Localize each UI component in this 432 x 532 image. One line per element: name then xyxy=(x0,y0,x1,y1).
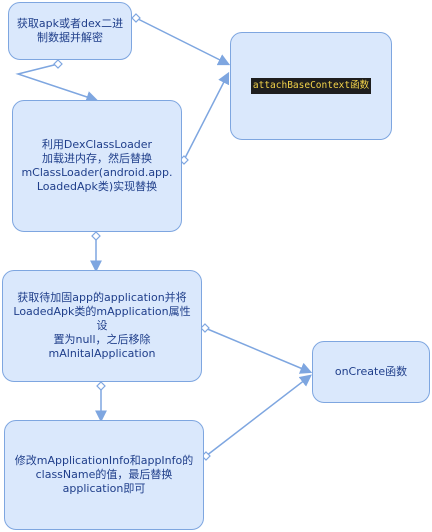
edge-n1-n3[interactable] xyxy=(135,17,231,66)
edge-source-marker xyxy=(200,323,210,333)
node-label: 修改mApplicationInfo和appInfo的 className的值，… xyxy=(14,454,194,495)
node-attach-base-context[interactable]: attachBaseContext函数 xyxy=(230,32,392,140)
edge-source-marker xyxy=(91,231,101,241)
node-label: attachBaseContext函数 xyxy=(250,78,372,94)
node-label: 获取待加固app的application并将 LoadedApk类的mAppli… xyxy=(13,291,191,360)
node-get-application[interactable]: 获取待加固app的application并将 LoadedApk类的mAppli… xyxy=(2,270,202,382)
node-label: 获取apk或者dex二进 制数据并解密 xyxy=(16,17,124,44)
node-label: onCreate函数 xyxy=(334,365,408,378)
node-label: 利用DexClassLoader 加载进内存，然后替换 mClassLoader… xyxy=(21,138,173,193)
node-get-apk-dex[interactable]: 获取apk或者dex二进 制数据并解密 xyxy=(8,2,132,60)
node-modify-application-info[interactable]: 修改mApplicationInfo和appInfo的 className的值，… xyxy=(4,420,204,530)
edge-source-marker xyxy=(53,59,63,69)
edge-n2-n3[interactable] xyxy=(183,71,230,161)
edge-n1-n2[interactable] xyxy=(15,63,99,103)
edge-n6-n5[interactable] xyxy=(205,374,312,457)
edge-source-marker xyxy=(96,381,106,391)
node-dex-class-loader[interactable]: 利用DexClassLoader 加载进内存，然后替换 mClassLoader… xyxy=(12,100,182,232)
edge-source-marker xyxy=(131,13,141,23)
node-oncreate[interactable]: onCreate函数 xyxy=(312,341,430,403)
edge-n4-n5[interactable] xyxy=(204,327,313,374)
